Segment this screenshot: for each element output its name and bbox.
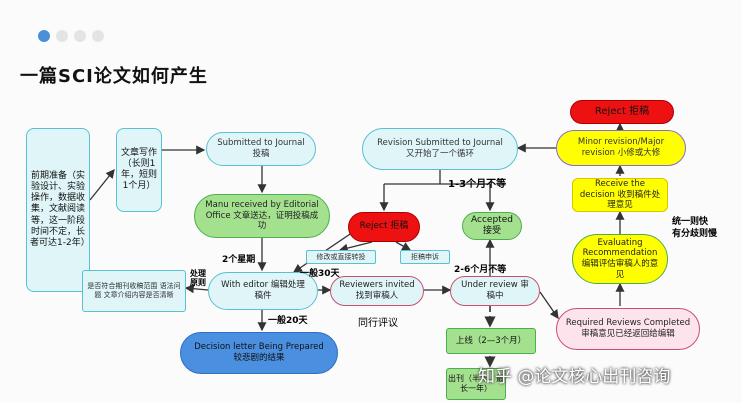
label-one-to-three: 1-3个月不等 [448,179,507,190]
watermark: 知乎 @论文核心出刊咨询 [478,367,671,387]
pagination-dot[interactable] [56,30,68,42]
minor-major-box: Minor revision/Major revision 小修或大修 [556,130,686,166]
manu-received-box: Manu received by Editorial Office 文章送达，证… [194,194,330,238]
reviewers-invited-box: Reviewers invited 找到审稿人 [330,276,424,306]
label-two-weeks: 2个星期 [222,255,256,265]
label-twenty-days: 一般20天 [268,316,308,326]
evaluating-box: Evaluating Recommendation 编辑评估审稿人的意见 [572,234,668,284]
refuse-appeal-box: 拒稿申诉 [400,250,450,264]
label-one-is-quick: 统一则快 [672,217,709,227]
check-box: 是否符合期刊收稿范围 语法问题 文章介绍内容是否清晰 [82,270,186,312]
page-title: 一篇SCI论文如何产生 [20,66,208,87]
prep-box: 前期准备（实验设计、实验操作，数据收集，文献阅读等，这一阶段时间不定，长者可达1… [26,128,90,292]
online-box: 上线（2—3个月） [446,328,536,354]
pagination-dots [38,30,104,42]
required-reviews-box: Required Reviews Completed 审稿意见已经返回给编辑 [556,308,700,350]
receive-decision-box: Receive the decision 收到稿件处理意见 [572,178,668,212]
reject-mid-box: Reject 拒稿 [348,212,420,242]
pagination-dot[interactable] [92,30,104,42]
writing-box: 文章写作（长则1年，短则1个月） [116,128,162,212]
label-peer-review: 同行评议 [358,318,398,329]
revision-submitted-box: Revision Submitted to Journal 又开始了一个循环 [362,128,518,170]
modify-box: 修改或直接转投 [306,250,376,264]
pagination-dot[interactable] [74,30,86,42]
accepted-box: Accepted 接受 [462,212,522,240]
pagination-dot-active[interactable] [38,30,50,42]
publish-box: 出刊（半年，最长一年） [446,368,506,400]
label-two-to-six: 2-6个月不等 [454,265,507,275]
label-divergence-slow: 有分歧则慢 [672,229,718,239]
decision-letter-box: Decision letter Being Prepared 较悲剧的结果 [180,332,338,374]
reject-top-box: Reject 拒稿 [570,100,674,124]
under-review-box: Under review 审稿中 [450,276,540,306]
submitted-box: Submitted to Journal 投稿 [206,132,316,166]
label-thirty-days: 一般30天 [300,269,340,279]
label-process-principle: 处理原则 [190,269,206,287]
with-editor-box: With editor 编辑处理稿件 [208,272,318,310]
